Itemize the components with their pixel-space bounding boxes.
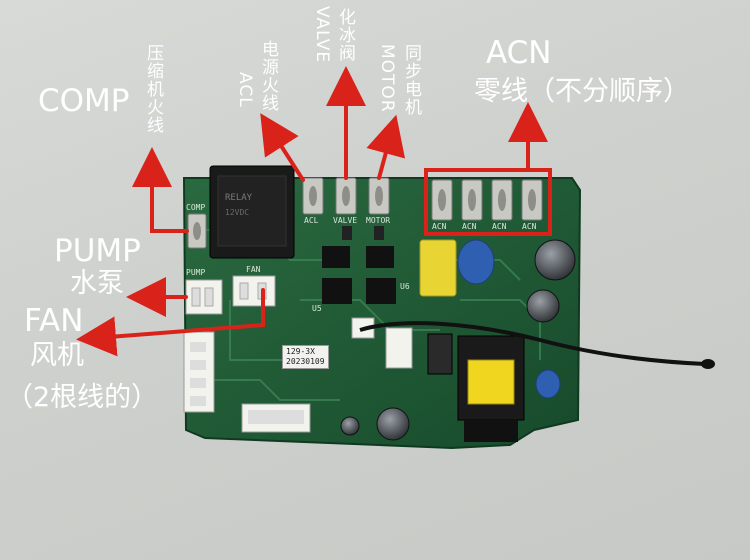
transformer (457, 335, 525, 442)
coil (427, 333, 453, 375)
silk-fan: FAN (246, 265, 261, 274)
relay-component: RELAY 12VDC (209, 165, 295, 259)
valve-terminal (335, 177, 357, 215)
label-valve-cn: 化冰阀 (335, 8, 355, 62)
board-sticker: 129-3X 20230109 (282, 345, 329, 369)
svg-text:RELAY: RELAY (225, 193, 253, 203)
sticker-line-1: 129-3X (286, 347, 315, 356)
label-fan-note: （2根线的） (6, 382, 159, 413)
svg-text:12VDC: 12VDC (225, 208, 249, 217)
silk-comp: COMP (186, 203, 206, 212)
motor-terminal (368, 177, 390, 215)
acl-arrow (260, 113, 305, 182)
comp-terminal (187, 213, 207, 249)
label-acl: ACL (235, 72, 255, 108)
silk-acn-4: ACN (522, 222, 537, 231)
annotation-arrows (76, 66, 548, 357)
silk-acl: ACL (304, 216, 319, 225)
silk-acn-3: ACN (492, 222, 507, 231)
ic-components (322, 226, 396, 304)
acn-terminals (431, 179, 543, 221)
label-acn: ACN (486, 35, 552, 71)
label-valve: VALVE (312, 6, 332, 64)
electrolytic-capacitors (340, 239, 576, 441)
x-capacitor (419, 239, 457, 297)
label-comp: COMP (38, 83, 130, 119)
thermistor-probe (701, 359, 715, 369)
thermistor-wire (359, 321, 706, 366)
silk-acn-2: ACN (462, 222, 477, 231)
side-connector (183, 331, 215, 413)
bottom-connector (241, 403, 311, 433)
comp-arrow (132, 147, 189, 233)
fan-connector (232, 275, 276, 307)
label-acn-cn: 零线（不分顺序） (474, 76, 690, 107)
silk-u5: U5 (312, 304, 322, 313)
silk-acn-1: ACN (432, 222, 447, 231)
label-fan-cn: 风机 (30, 340, 84, 371)
silk-u6: U6 (400, 282, 410, 291)
pump-connector (185, 279, 223, 315)
fan-arrow (76, 288, 265, 357)
acn-highlight-box (424, 168, 552, 236)
label-motor: MOTOR (377, 44, 397, 113)
disc-capacitors (457, 239, 561, 399)
acl-terminal (302, 177, 324, 215)
label-comp-cn: 压缩机火线 (143, 44, 163, 134)
label-fan: FAN (24, 303, 84, 339)
silk-pump: PUMP (186, 268, 206, 277)
label-pump: PUMP (54, 233, 141, 269)
label-motor-cn: 同步电机 (401, 44, 421, 116)
motor-arrow (366, 114, 406, 180)
label-acl-cn: 电源火线 (258, 40, 278, 112)
silk-motor: MOTOR (366, 216, 391, 225)
small-connector (351, 317, 413, 369)
silk-valve: VALVE (333, 216, 358, 225)
sticker-line-2: 20230109 (286, 357, 325, 366)
label-pump-cn: 水泵 (70, 268, 124, 299)
